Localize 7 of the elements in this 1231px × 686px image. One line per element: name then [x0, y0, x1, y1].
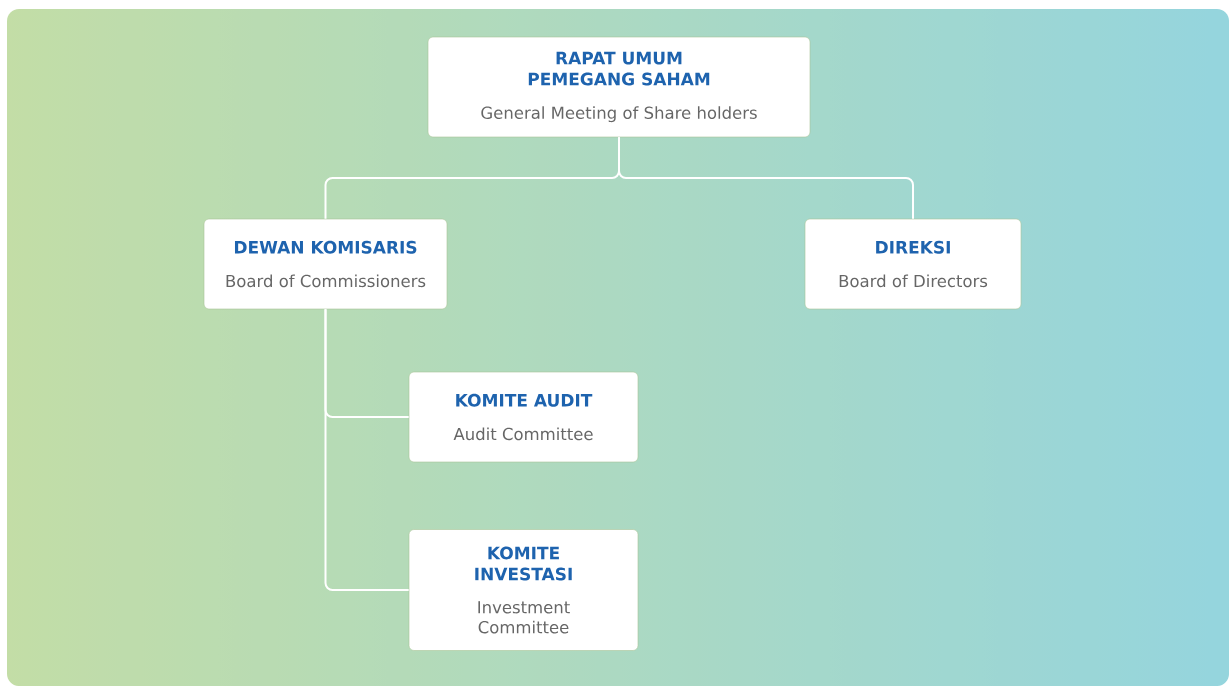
org-box: KOMITE AUDIT Audit Committee [408, 371, 639, 463]
org-box: DEWAN KOMISARIS Board of Commissioners [203, 218, 448, 310]
connector-line [618, 136, 914, 220]
org-box: KOMITE INVESTASI Investment Committee [408, 529, 639, 651]
org-box: RAPAT UMUM PEMEGANG SAHAM General Meeting of Share holders [427, 36, 811, 138]
connector-line [324, 308, 410, 591]
org-box: DIREKSI Board of Directors [804, 218, 1022, 310]
